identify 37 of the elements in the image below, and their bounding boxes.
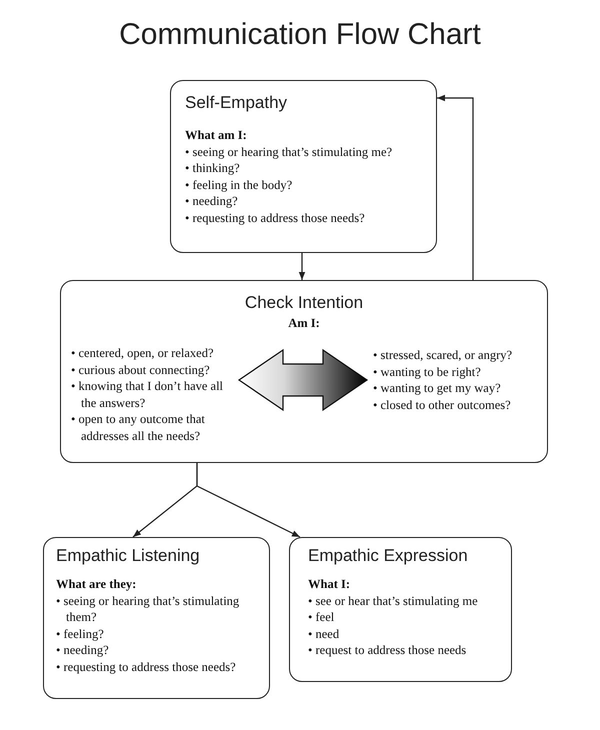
box-heading: Empathic Listening: [56, 546, 201, 566]
list-item: • feel: [308, 609, 336, 626]
list-item: • requesting to address those needs?: [185, 210, 366, 226]
list-item: • knowing that I don’t have all the answers?: [71, 378, 224, 411]
box-heading: Self-Empathy: [185, 93, 288, 113]
list-item: • need: [308, 626, 340, 642]
list-item: • feeling in the body?: [185, 176, 294, 193]
list-item: • see or hear that’s stimulating me: [308, 592, 479, 609]
list-item: • feeling?: [56, 626, 105, 642]
box-heading: Empathic Expression: [308, 546, 469, 566]
rounded-box: [43, 537, 270, 699]
list-item: • request to address those needs: [308, 642, 468, 658]
list-item: • wanting to get my way?: [373, 380, 502, 396]
rounded-box: [170, 80, 437, 253]
list-item: • needing?: [56, 642, 110, 658]
title: Communication Flow Chart: [118, 18, 482, 52]
rounded-box: [60, 280, 548, 463]
list-item: • stressed, scared, or angry?: [373, 347, 514, 364]
list-item: • seeing or hearing that’s stimulating them?: [56, 592, 240, 626]
list-item: • centered, open, or relaxed?: [71, 345, 214, 362]
list-heading: What am I:: [185, 127, 248, 144]
list-item: • requesting to address those needs?: [56, 658, 237, 675]
list-item: • thinking?: [185, 160, 241, 176]
list-heading: What are they:: [56, 576, 138, 592]
arrow: [196, 463, 300, 538]
arrow: [298, 253, 306, 280]
list-item: • needing?: [185, 193, 239, 210]
list-item: • curious about connecting?: [71, 362, 211, 378]
list-item: • seeing or hearing that’s stimulating me?: [185, 144, 394, 160]
list-item: • closed to other outcomes?: [373, 396, 512, 413]
arrow: [437, 94, 474, 280]
list-item: • wanting to be right?: [373, 364, 482, 380]
box-heading: Check Intention: [244, 293, 364, 313]
list-item: • open to any outcome that addresses all the needs?: [71, 411, 206, 444]
list-heading: Am I:: [287, 315, 321, 332]
list-heading: What I:: [308, 576, 352, 592]
rounded-box: [289, 537, 512, 682]
